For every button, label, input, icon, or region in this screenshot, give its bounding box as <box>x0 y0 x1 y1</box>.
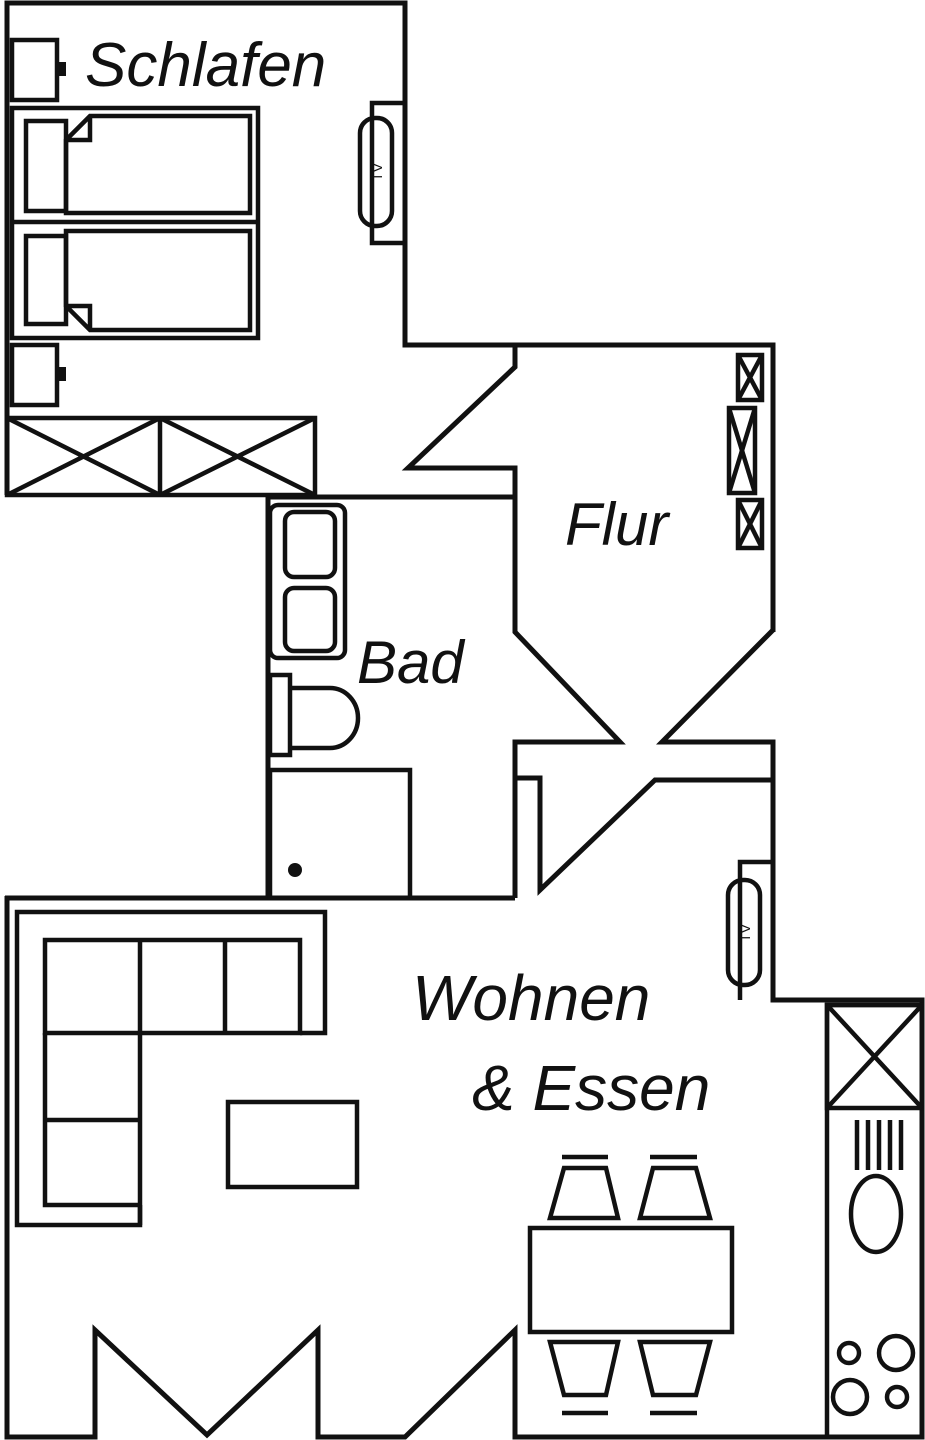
living-left-wall <box>4 896 827 1440</box>
burner-icon <box>830 1377 870 1417</box>
blanket <box>63 113 253 216</box>
tv-stand <box>737 859 773 1000</box>
fridge-icon <box>824 1002 925 1111</box>
living-door-swing <box>515 775 773 896</box>
hall: Flur <box>565 352 765 558</box>
toilet-tank <box>267 672 293 758</box>
tv-label: TV <box>737 923 753 942</box>
sink-icon <box>848 1173 904 1255</box>
coffee-table <box>225 1099 360 1190</box>
bedroom-walls <box>4 0 776 632</box>
living-room: TV Wohnen & Essen <box>14 859 773 1416</box>
pillow <box>23 118 69 214</box>
wardrobe <box>4 415 318 498</box>
drainboard-icon <box>854 1120 904 1170</box>
room-label-bad: Bad <box>357 629 465 696</box>
chair <box>637 1339 713 1416</box>
kitchen <box>824 1002 925 1440</box>
bathroom: Bad <box>267 502 465 901</box>
cabinet-icon <box>726 405 758 496</box>
bath-walls <box>265 494 515 898</box>
chair <box>547 1339 621 1416</box>
dining-table <box>527 1225 735 1335</box>
room-label-wohnen: Wohnen <box>412 962 650 1034</box>
burner-icon <box>876 1333 916 1373</box>
nightstand-bottom <box>9 342 60 408</box>
tv-icon <box>725 877 763 988</box>
room-label-flur: Flur <box>565 491 670 558</box>
sofa-seats <box>42 937 303 1225</box>
nightstand-knob <box>57 367 66 381</box>
nightstand-knob <box>57 62 66 76</box>
tv-icon <box>357 115 395 229</box>
double-sink <box>267 502 348 661</box>
kitchen-counter <box>824 1002 925 1440</box>
nightstand-top <box>9 37 60 103</box>
pillow <box>23 233 69 327</box>
room-label-essen: & Essen <box>472 1052 710 1124</box>
shower-drain <box>288 863 302 877</box>
walls <box>4 0 925 1440</box>
hall-wall-right <box>656 628 925 1440</box>
toilet-bowl <box>290 685 361 751</box>
tv-stand <box>369 100 405 246</box>
sofa-back <box>14 909 328 1228</box>
tv-label: TV <box>369 162 385 181</box>
bedroom-door-swing <box>401 345 626 898</box>
sink-basin <box>282 509 338 580</box>
blanket <box>63 228 253 333</box>
chair <box>547 1154 621 1221</box>
room-label-schlafen: Schlafen <box>85 31 326 100</box>
bedroom: TV Schlafen <box>4 31 405 498</box>
cabinet-icon <box>735 497 765 551</box>
burner-icon <box>836 1340 862 1366</box>
sink-basin <box>282 585 338 654</box>
chair <box>637 1154 713 1221</box>
burner-icon <box>884 1384 910 1410</box>
shower <box>267 767 413 901</box>
cabinet-icon <box>735 352 765 403</box>
